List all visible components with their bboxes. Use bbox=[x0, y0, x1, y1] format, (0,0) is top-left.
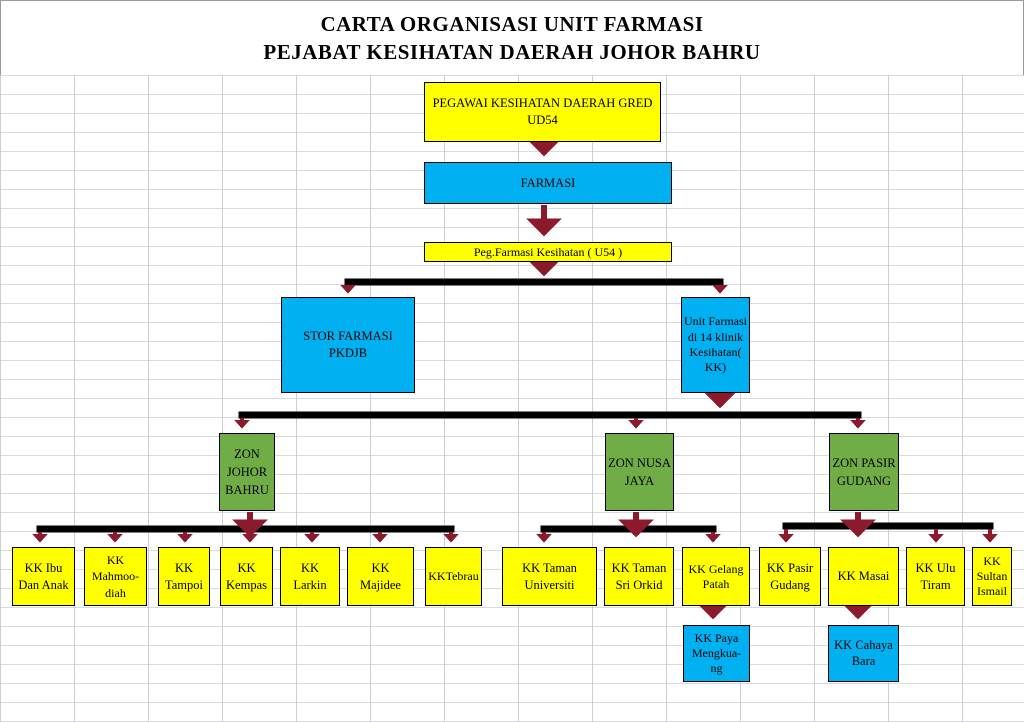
node-kk-pasir-gudang: KK Pasir Gudang bbox=[759, 547, 821, 606]
node-kk-taman-sri-orkid: KK Taman Sri Orkid bbox=[604, 547, 674, 606]
node-kk-ulu-tiram: KK Ulu Tiram bbox=[906, 547, 965, 606]
node-kk-tebrau: KKTebrau bbox=[425, 547, 482, 606]
node-peg-farmasi-kesihatan: Peg.Farmasi Kesihatan ( U54 ) bbox=[424, 242, 672, 262]
node-kk-kempas: KK Kempas bbox=[220, 547, 273, 606]
chart-title-line-2: PEJABAT KESIHATAN DAERAH JOHOR BAHRU bbox=[263, 40, 761, 64]
node-zon-johor-bahru: ZON JOHOR BAHRU bbox=[219, 433, 275, 511]
node-pegawai-kesihatan-daerah: PEGAWAI KESIHATAN DAERAH GRED UD54 bbox=[424, 82, 661, 142]
node-kk-tampoi: KK Tampoi bbox=[158, 547, 210, 606]
node-kk-masai: KK Masai bbox=[828, 547, 899, 606]
node-zon-nusa-jaya: ZON NUSA JAYA bbox=[605, 433, 674, 511]
node-kk-sultan-ismail: KK Sultan Ismail bbox=[972, 547, 1012, 606]
node-unit-farmasi-14-klinik: Unit Farmasi di 14 klinik Kesihatan( KK) bbox=[681, 297, 750, 393]
node-farmasi: FARMASI bbox=[424, 162, 672, 204]
node-kk-majidee: KK Majidee bbox=[347, 547, 414, 606]
node-kk-ibu-dan-anak: KK Ibu Dan Anak bbox=[12, 547, 75, 606]
node-kk-taman-universiti: KK Taman Universiti bbox=[502, 547, 597, 606]
node-kk-mahmoodiah: KK Mahmoo-diah bbox=[84, 547, 147, 606]
node-kk-cahaya-bara: KK Cahaya Bara bbox=[828, 625, 899, 682]
node-stor-farmasi: STOR FARMASI PKDJB bbox=[281, 297, 415, 393]
node-kk-gelang-patah: KK Gelang Patah bbox=[682, 547, 750, 606]
node-kk-larkin: KK Larkin bbox=[280, 547, 340, 606]
chart-title-line-1: CARTA ORGANISASI UNIT FARMASI bbox=[320, 12, 704, 36]
node-kk-paya-mengkuang: KK Paya Mengkua-ng bbox=[683, 625, 750, 682]
node-zon-pasir-gudang: ZON PASIR GUDANG bbox=[829, 433, 899, 511]
